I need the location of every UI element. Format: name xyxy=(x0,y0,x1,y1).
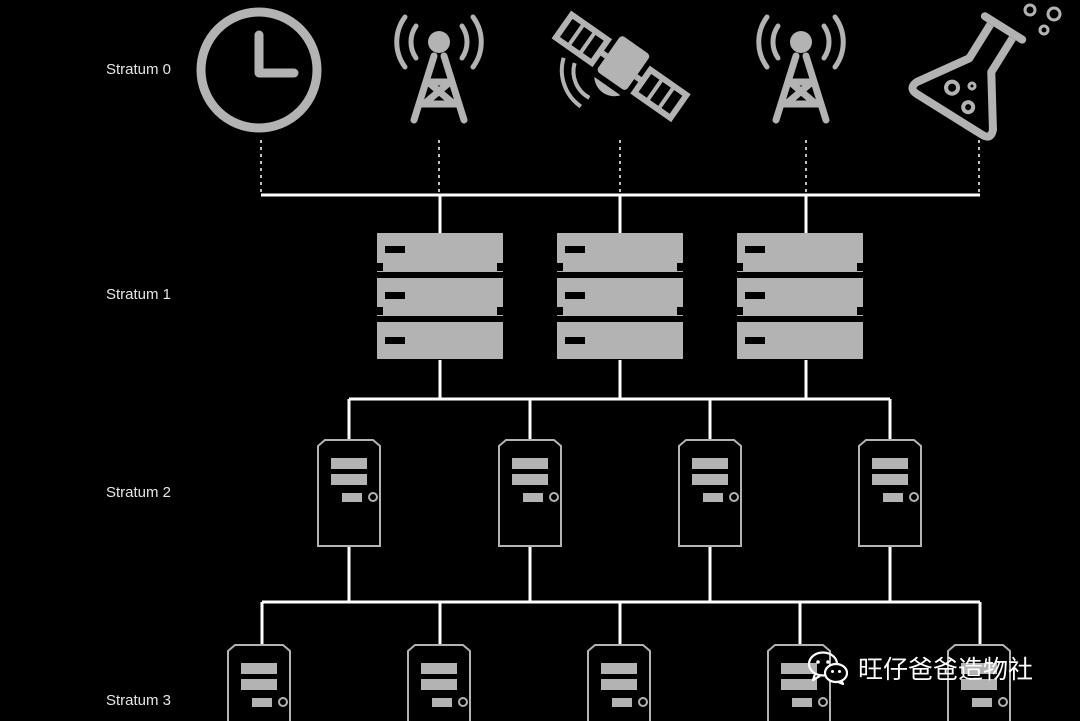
lab-flask-icon xyxy=(908,12,1027,141)
radio-tower-icon xyxy=(759,17,844,120)
stratum-2-server xyxy=(678,439,742,547)
stratum-2-label: Stratum 2 xyxy=(106,484,172,501)
stratum-0-links xyxy=(260,140,980,194)
stratum-3-server xyxy=(587,644,651,721)
wechat-icon xyxy=(808,651,848,685)
stratum-2-server xyxy=(317,439,381,547)
stratum-1-label: Stratum 1 xyxy=(106,286,172,303)
stratum-1-server xyxy=(557,233,683,359)
connection-lines xyxy=(260,193,982,645)
bubbles-icon xyxy=(1023,3,1062,36)
stratum-3-server xyxy=(407,644,471,721)
stratum-1-server xyxy=(737,233,863,359)
radio-tower-icon xyxy=(397,17,482,120)
stratum-0-label: Stratum 0 xyxy=(106,61,172,78)
stratum-2-server xyxy=(498,439,562,547)
stratum-2-server xyxy=(858,439,922,547)
stratum-1-server xyxy=(377,233,503,359)
clock-icon xyxy=(196,7,322,133)
stratum-3-server xyxy=(227,644,291,721)
satellite-icon xyxy=(551,10,691,123)
watermark: 旺仔爸爸造物社 xyxy=(808,650,1033,686)
stratum-3-label: Stratum 3 xyxy=(106,692,172,709)
watermark-text: 旺仔爸爸造物社 xyxy=(858,655,1034,684)
